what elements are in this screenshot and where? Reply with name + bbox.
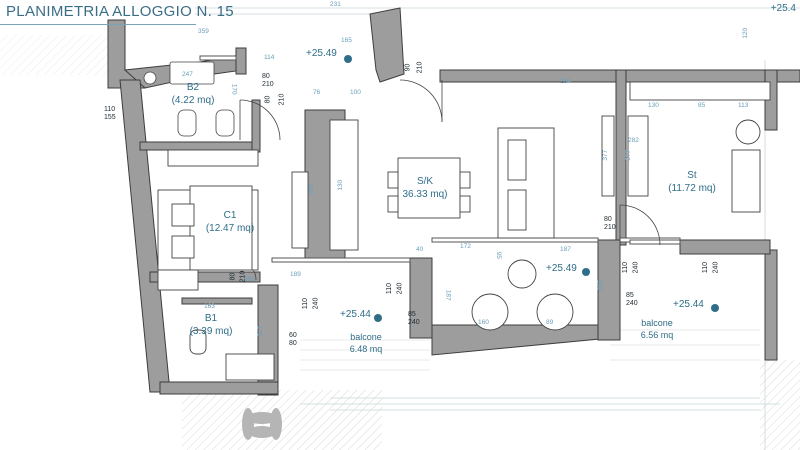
dim-balc-r-c-h: 240 — [626, 300, 638, 307]
dim-balc-l-a-w: 110 — [302, 297, 310, 310]
dim-113: 113 — [738, 102, 749, 109]
room-sk-name: S/K — [416, 176, 434, 187]
room-st-name: St — [687, 170, 697, 181]
balcony-decking — [300, 329, 760, 371]
dim-entry-h: 210 — [416, 61, 424, 74]
dim-b1-win-w: 60 — [289, 332, 297, 339]
room-c1: C1 (12.47 mq) — [206, 211, 254, 234]
dim-234: 234 — [560, 78, 571, 85]
dim-179: 179 — [255, 325, 263, 337]
dim-187-vertical: 187 — [444, 289, 452, 301]
room-b2-area: (4.22 mq) — [171, 95, 215, 106]
exterior-hatch — [0, 35, 800, 450]
dim-247: 247 — [182, 71, 193, 78]
dim-b2-door-h: 210 — [262, 81, 274, 88]
dim-b1-win-h: 80 — [289, 340, 297, 347]
dim-b2-side-h: 210 — [278, 93, 286, 106]
dim-balc-r-a-h: 240 — [632, 261, 640, 274]
dim-282: 282 — [628, 137, 639, 144]
b1-fixtures — [189, 329, 275, 381]
dim-40: 40 — [416, 246, 424, 253]
room-c1-area: (12.47 mq) — [205, 223, 255, 234]
dim-balc-r-b-h: 240 — [712, 261, 720, 274]
dim-130-vertical: 130 — [337, 179, 345, 191]
dim-c1-door-w: 80 — [229, 272, 237, 281]
dim-left-window-w: 110 — [104, 106, 116, 113]
dim-balc-r-c-w: 85 — [626, 292, 634, 299]
level-markers — [344, 55, 719, 322]
door-swings — [235, 79, 661, 281]
title-underline — [0, 24, 196, 25]
level-balcone-left: +25.44 — [340, 309, 371, 320]
dim-left-window-h: 155 — [104, 114, 116, 121]
dim-b2-door-w: 80 — [262, 73, 270, 80]
level-center: +25.49 — [546, 263, 577, 274]
room-balcone-left-name: balcone — [350, 332, 382, 342]
dim-163: 163 — [204, 303, 215, 310]
dim-balc-r-b-w: 110 — [702, 261, 710, 274]
dim-b2-side-w: 80 — [264, 95, 272, 104]
dim-89: 89 — [546, 319, 554, 326]
dim-100: 100 — [350, 89, 361, 96]
dim-balc-l-b-h: 240 — [396, 282, 404, 295]
dim-balc-l-b-w: 110 — [386, 282, 394, 295]
dim-balc-l-c-h: 240 — [408, 319, 420, 326]
dim-balc-l-a-h: 240 — [312, 297, 320, 310]
room-balcone-right: balcone 6.56 mq — [641, 319, 674, 340]
dim-95: 95 — [494, 251, 502, 259]
room-balcone-left: balcone 6.48 mq — [350, 333, 383, 354]
room-b1-area: (3.39 mq) — [189, 326, 233, 337]
level-top: +25.49 — [306, 48, 337, 59]
dim-185: 185 — [595, 279, 603, 291]
dim-st-door-w: 80 — [604, 216, 612, 223]
plant-icon — [242, 408, 282, 440]
dim-170: 170 — [230, 83, 238, 95]
c1-furniture — [157, 149, 259, 291]
room-balcone-left-area: 6.48 mq — [349, 344, 383, 354]
room-b1: B1 (3.39 mq) — [190, 314, 233, 337]
dim-189: 189 — [290, 271, 301, 278]
dim-160: 160 — [478, 319, 489, 326]
st-furniture — [601, 81, 771, 213]
plan-title: PLANIMETRIA ALLOGGIO N. 15 — [6, 3, 234, 20]
sk-furniture — [291, 119, 574, 331]
dim-165: 165 — [341, 37, 352, 44]
dim-205: 205 — [308, 183, 316, 195]
dim-130: 130 — [648, 102, 659, 109]
room-balcone-right-name: balcone — [641, 318, 673, 328]
room-st-area: (11.72 mq) — [668, 183, 716, 194]
room-balcone-right-area: 6.56 mq — [640, 330, 674, 340]
room-b2-name: B2 — [186, 82, 200, 93]
dim-st-door-h: 210 — [604, 224, 616, 231]
dim-120: 120 — [742, 27, 750, 39]
level-balcone-right: +25.44 — [673, 299, 704, 310]
dim-355: 355 — [244, 276, 255, 283]
dim-231: 231 — [330, 1, 341, 8]
room-st: St (11.72 mq) — [668, 171, 716, 194]
dim-114: 114 — [264, 54, 275, 61]
dim-balc-r-a-w: 110 — [622, 261, 630, 274]
dim-377b: 377 — [625, 149, 633, 161]
dim-187: 187 — [560, 246, 571, 253]
dim-377: 377 — [602, 149, 610, 161]
dim-entry-w: 90 — [404, 63, 412, 72]
b2-fixtures — [143, 61, 235, 137]
dim-85: 85 — [698, 102, 706, 109]
room-sk: S/K 36.33 mq) — [402, 177, 447, 200]
dim-balc-l-c-w: 85 — [408, 311, 416, 318]
room-sk-area: 36.33 mq) — [402, 189, 448, 200]
room-b1-name: B1 — [204, 313, 218, 324]
room-b2: B2 (4.22 mq) — [172, 83, 215, 106]
dim-76: 76 — [313, 89, 321, 96]
dim-172: 172 — [460, 243, 471, 250]
room-c1-name: C1 — [223, 210, 237, 221]
corner-level: +25.4 — [770, 3, 796, 14]
dim-359: 359 — [198, 28, 209, 35]
